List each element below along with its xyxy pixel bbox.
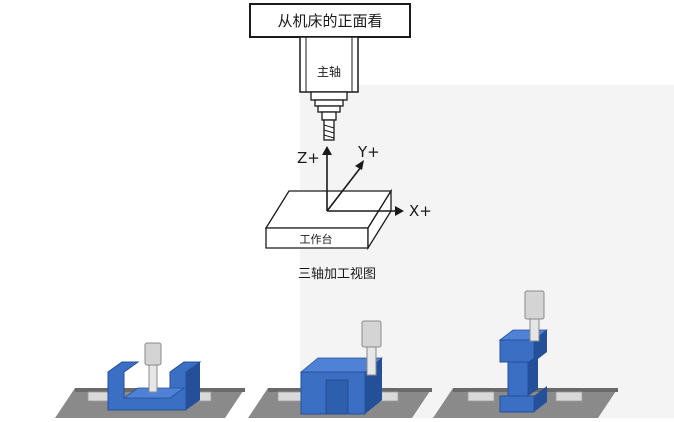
view-label-box (249, 3, 411, 38)
illustration-side-milling (433, 290, 618, 418)
x-axis-label: X+ (409, 202, 432, 220)
y-axis (326, 166, 362, 212)
spindle-label: 主轴 (317, 64, 341, 79)
table-label: 工作台 (300, 232, 333, 246)
view-label: 从机床的正面看 (277, 12, 382, 30)
worktable: 工作台 (264, 188, 393, 251)
illustration-pocket-milling (248, 320, 432, 418)
illustration-slot-milling (55, 342, 245, 418)
z-axis-label: Z+ (297, 149, 320, 167)
spindle: 主轴 (299, 36, 359, 141)
coordinate-axes (322, 146, 404, 216)
caption: 三轴加工视图 (298, 267, 376, 282)
y-axis-label: Y+ (357, 143, 380, 161)
